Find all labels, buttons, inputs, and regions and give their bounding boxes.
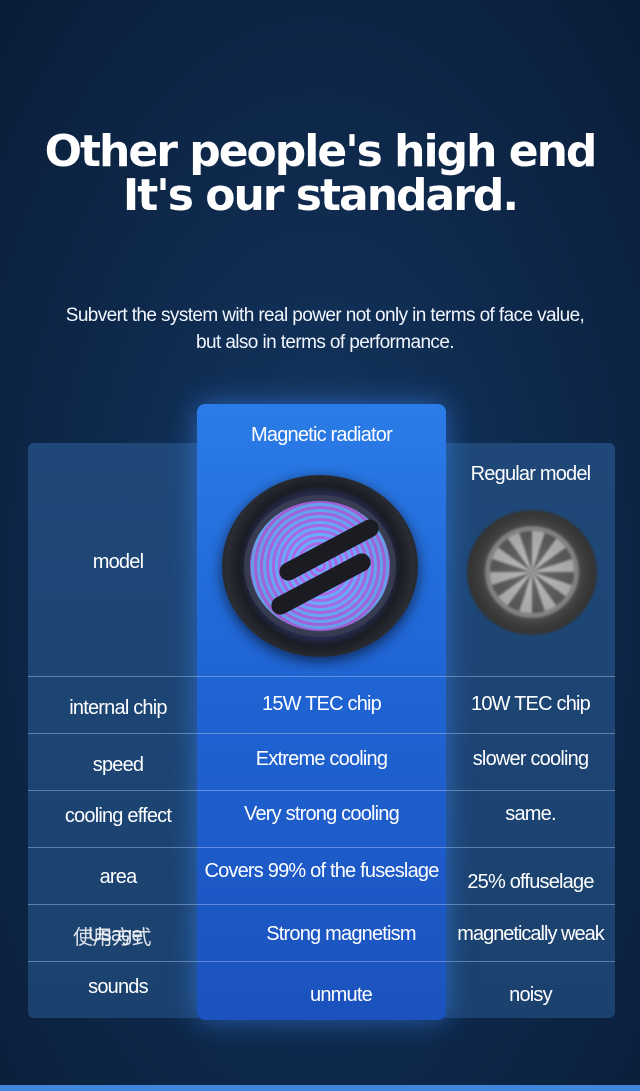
cell-regular-sounds: noisy <box>509 984 553 1006</box>
regular-model-product-image <box>467 510 597 635</box>
row-divider <box>28 847 615 848</box>
subtitle-line-2: but also in terms of performance. <box>196 332 455 353</box>
subtitle-line-1: Subvert the system with real power not o… <box>65 305 585 326</box>
cell-highlight-usage: Strong magnetism <box>266 923 416 945</box>
row-label-internal-chip: internal chip <box>69 697 167 719</box>
cell-regular-area: 25% offuselage <box>467 871 594 893</box>
row-label-usage: Usage <box>88 924 143 946</box>
column-header-regular-model: Regular model <box>470 463 591 485</box>
cell-regular-internal-chip: 10W TEC chip <box>471 693 591 715</box>
headline-line-1: Other people's high end <box>44 126 598 177</box>
row-divider <box>28 961 615 962</box>
cell-regular-speed: slower cooling <box>472 748 589 770</box>
cell-highlight-internal-chip: 15W TEC chip <box>262 693 382 715</box>
cell-highlight-cooling-effect: Very strong cooling <box>244 803 400 825</box>
row-label-speed: speed <box>92 754 144 776</box>
cell-highlight-area: Covers 99% of the fuseslage <box>204 860 439 882</box>
cell-regular-usage: magnetically weak <box>457 923 604 945</box>
column-header-magnetic-radiator: Magnetic radiator <box>251 424 393 446</box>
row-label-area: area <box>99 866 138 888</box>
row-divider <box>28 733 615 734</box>
row-label-model: model <box>92 551 144 573</box>
row-label-usage-chinese: 使用方式 <box>73 927 152 949</box>
row-divider <box>28 904 615 905</box>
bottom-accent-strip <box>0 1085 640 1091</box>
cell-highlight-speed: Extreme cooling <box>255 748 388 770</box>
row-label-cooling-effect: cooling effect <box>64 805 172 827</box>
cell-highlight-sounds: unmute <box>310 984 373 1006</box>
cell-regular-cooling-effect: same. <box>505 803 556 825</box>
row-divider <box>28 676 615 677</box>
magnetic-radiator-product-image <box>222 475 418 657</box>
headline-line-2: It's our standard. <box>122 170 519 221</box>
row-label-sounds: sounds <box>88 976 149 998</box>
row-divider <box>28 790 615 791</box>
